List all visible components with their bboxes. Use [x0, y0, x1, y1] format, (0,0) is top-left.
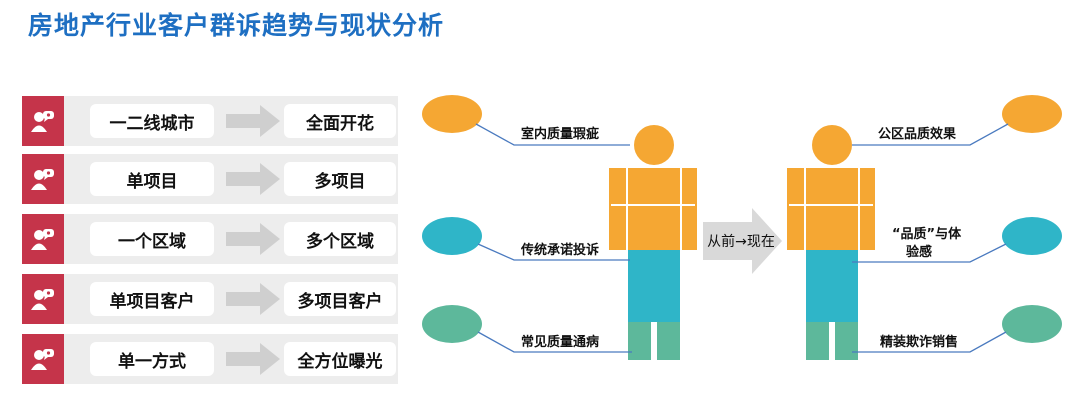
connector-line [852, 243, 1007, 263]
trend-to-label: 多个区域 [284, 222, 396, 256]
past-complaint-label: 传统承诺投诉 [520, 242, 599, 258]
past-complaint-label: 室内质量瑕疵 [521, 126, 599, 142]
trend-row: 一个区域 多个区域 [22, 214, 398, 264]
right-arrow-icon [226, 223, 280, 255]
present-complaint-label: “品质”与体 [892, 226, 962, 242]
bubble-green-left [422, 305, 482, 343]
user-chat-icon [22, 214, 64, 264]
trend-to-label: 全方位曝光 [284, 342, 396, 376]
trend-to-label: 全面开花 [284, 104, 396, 138]
right-arrow-icon [226, 163, 280, 195]
trend-from-label: 一个区域 [90, 222, 214, 256]
trend-to-label: 多项目 [284, 162, 396, 196]
present-complaint-label: 精装欺诈销售 [880, 334, 958, 350]
user-chat-icon [22, 96, 64, 146]
right-arrow-icon [226, 283, 280, 315]
page-title: 房地产行业客户群诉趋势与现状分析 [28, 11, 445, 40]
center-arrow-label: 从前→现在 [707, 233, 775, 250]
center-arrow [703, 208, 782, 274]
bubble-teal-left [422, 217, 482, 255]
bubble-green-right [1002, 305, 1062, 343]
user-chat-icon [22, 154, 64, 204]
connector-line [477, 331, 632, 353]
right-arrow-icon [226, 343, 280, 375]
bubble-orange-left [422, 95, 482, 133]
bubble-teal-right [1002, 217, 1062, 255]
connector-line [475, 123, 630, 146]
person-figure-past [609, 125, 697, 360]
bubble-orange-right [1002, 95, 1062, 133]
trend-row: 单一方式 全方位曝光 [22, 334, 398, 384]
present-complaint-label: 公区品质效果 [878, 126, 956, 142]
trend-row: 一二线城市 全面开花 [22, 96, 398, 146]
trend-from-label: 单项目客户 [90, 282, 214, 316]
user-chat-icon [22, 334, 64, 384]
trend-from-label: 一二线城市 [90, 104, 214, 138]
connector-line [852, 331, 1007, 353]
person-figure-present [787, 125, 875, 360]
trend-from-label: 单一方式 [90, 342, 214, 376]
user-chat-icon [22, 274, 64, 324]
trend-from-label: 单项目 [90, 162, 214, 196]
trend-row: 单项目 多项目 [22, 154, 398, 204]
right-arrow-icon [226, 105, 280, 137]
past-complaint-label: 常见质量通病 [521, 334, 599, 350]
connector-line [477, 243, 630, 261]
trend-row: 单项目客户 多项目客户 [22, 274, 398, 324]
trend-to-label: 多项目客户 [284, 282, 396, 316]
connector-line [852, 123, 1009, 146]
present-complaint-label: 验感 [906, 244, 932, 260]
